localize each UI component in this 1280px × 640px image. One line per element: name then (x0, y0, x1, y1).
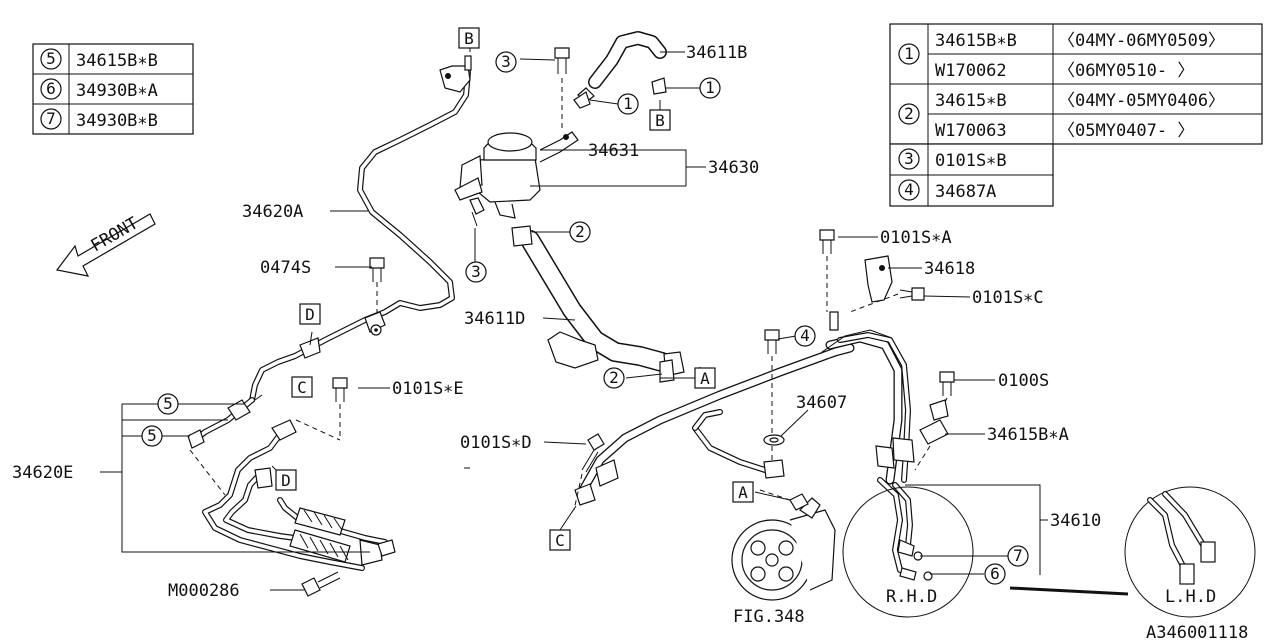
bolt-0474S (369, 257, 385, 312)
suction-hose-34611D (511, 225, 685, 383)
label-0101S-A: 0101S∗A (880, 228, 952, 248)
legend-right-key-4: 4 (904, 180, 914, 199)
legend-left-table: 5 6 7 34615B∗B 34930B∗A 34930B∗B (32, 43, 194, 135)
callout-5-a: 5 (163, 394, 173, 413)
legend-left-key-6: 6 (46, 79, 56, 98)
callout-1-b: 1 (705, 78, 715, 97)
label-lhd: L.H.D (1165, 587, 1216, 607)
callout-1-a: 1 (623, 94, 633, 113)
label-34610: 34610 (1050, 511, 1101, 531)
leader-lines (100, 48, 1048, 591)
pressure-hose-assembly-34610 (574, 329, 933, 581)
diagram-id: A346001118 (1146, 623, 1248, 640)
legend-left-part-6: 34930B∗A (76, 81, 158, 101)
rhd-detail-circle (842, 486, 974, 618)
ref-A-bottom: A (738, 483, 748, 502)
label-34607: 34607 (796, 393, 847, 413)
legend-right-part-row3: 34615∗B (935, 91, 1007, 111)
label-34615B-A: 34615B∗A (987, 425, 1069, 445)
legend-left-key-7: 7 (46, 109, 56, 128)
label-34620A: 34620A (242, 202, 303, 222)
legend-right-key-2: 2 (904, 104, 914, 123)
ref-B-bottom: B (655, 111, 665, 130)
bolt-3-upper (554, 47, 570, 130)
label-34630: 34630 (708, 158, 759, 178)
oil-cooler-34620E (187, 397, 396, 571)
legend-right-key-1: 1 (904, 44, 914, 63)
lhd-detail-pipes (1147, 491, 1216, 585)
label-0474S: 0474S (260, 258, 311, 278)
legend-right-table: 1 2 3 4 34615B∗B W170062 34615∗B W170063… (889, 23, 1263, 207)
label-34611D: 34611D (464, 309, 525, 329)
legend-right-part-row6: 34687A (935, 182, 996, 202)
bolt-M000286 (301, 571, 341, 597)
callout-3-mid: 3 (471, 262, 481, 281)
ref-C-top: C (297, 378, 307, 397)
front-direction-arrow: FRONT (55, 213, 156, 277)
power-steering-pump (731, 489, 836, 601)
ref-D-top: D (305, 305, 315, 324)
ref-C-bottom: C (555, 531, 565, 550)
callout-2-top: 2 (575, 222, 585, 241)
ref-D-bottom: D (281, 471, 291, 490)
label-0101S-D: 0101S∗D (460, 433, 532, 453)
ref-B-top: B (464, 29, 474, 48)
legend-left-key-5: 5 (46, 49, 56, 68)
clamp-34615B-A (914, 399, 949, 471)
front-label: FRONT (88, 213, 142, 256)
callout-7: 7 (1013, 546, 1023, 565)
bolt-0100S (939, 371, 955, 413)
bolt-0101S-E (332, 377, 348, 440)
bolt-0101S-C (849, 287, 925, 313)
label-34620E: 34620E (12, 463, 73, 483)
legend-right-part-row5: 0101S∗B (935, 151, 1007, 171)
suction-hose-34611B (573, 31, 667, 109)
reference-letters: B B D D C C A A (275, 27, 754, 551)
callout-5-b: 5 (147, 426, 157, 445)
callout-3-top: 3 (501, 52, 511, 71)
lhd-detail-circle (1124, 486, 1256, 618)
label-34611B: 34611B (686, 43, 747, 63)
label-fig-348: FIG.348 (733, 607, 805, 627)
legend-right-key-3: 3 (904, 149, 914, 168)
bracket-34618 (829, 255, 893, 331)
legend-right-part-row4: W170063 (935, 121, 1007, 141)
label-0101S-E: 0101S∗E (392, 379, 464, 399)
bolt-4 (764, 329, 780, 435)
washer-34607 (763, 434, 785, 479)
reservoir-34631 (454, 131, 579, 227)
rhd-to-lhd-arrow (1009, 586, 1129, 596)
label-0100S: 0100S (998, 371, 1049, 391)
label-34618: 34618 (924, 259, 975, 279)
legend-right-part-row2: W170062 (935, 61, 1007, 81)
bolt-0101S-D (573, 433, 605, 511)
legend-right-note-row4: 〈05MY0407- 〉 (1058, 121, 1194, 141)
legend-right-note-row2: 〈06MY0510- 〉 (1058, 61, 1194, 81)
callout-4: 4 (800, 326, 810, 345)
legend-right-note-row3: 〈04MY-05MY0406〉 (1058, 91, 1225, 111)
ref-A-top: A (700, 369, 710, 388)
callout-2-bottom: 2 (609, 368, 619, 387)
legend-left-part-5: 34615B∗B (76, 51, 158, 71)
part-labels: 34611B 34631 34630 34620A 0474S 34611D 0… (12, 43, 1248, 640)
bolt-0101S-A (819, 229, 835, 312)
legend-right-note-row1: 〈04MY-06MY0509〉 (1058, 31, 1225, 51)
callout-6: 6 (990, 564, 1000, 583)
return-pipe-34620A (249, 55, 472, 403)
label-rhd: R.H.D (886, 587, 937, 607)
label-M000286: M000286 (168, 581, 240, 601)
legend-left-part-7: 34930B∗B (76, 111, 158, 131)
label-34631: 34631 (588, 141, 639, 161)
legend-right-part-row1: 34615B∗B (935, 31, 1017, 51)
label-0101S-C: 0101S∗C (972, 288, 1044, 308)
number-callouts: 3 1 1 2 3 2 4 5 5 7 6 (141, 51, 1029, 585)
